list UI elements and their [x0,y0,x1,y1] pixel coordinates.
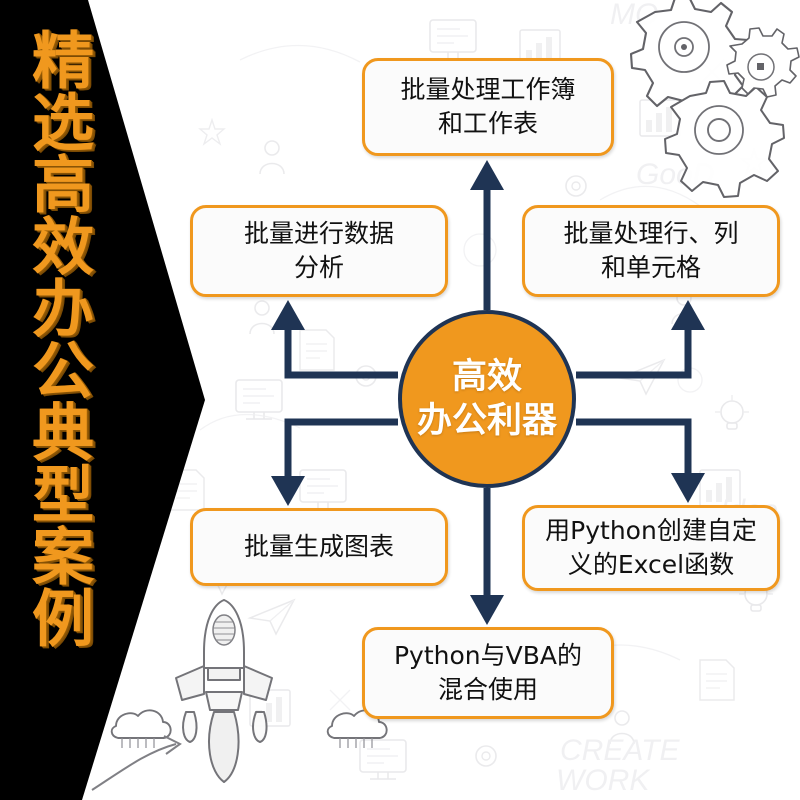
connector-upper-left [284,318,398,379]
node-batch-charts[interactable]: 批量生成图表 [190,508,448,586]
page-title: 精选高效办公典型案例 [21,28,94,648]
hub-node[interactable]: 高效 办公利器 [398,310,576,488]
arrowhead-upper-right [671,300,705,330]
arrowhead-bottom [470,595,504,625]
node-batch-workbooks[interactable]: 批量处理工作簿 和工作表 [362,58,614,156]
chevron-polygon [0,0,205,800]
connector-upper-right [576,318,692,379]
node-python-excel-func[interactable]: 用Python创建自定 义的Excel函数 [522,505,780,591]
node-batch-analysis[interactable]: 批量进行数据 分析 [190,205,448,297]
arrowhead-top [470,160,504,190]
arrowhead-lower-right [671,473,705,503]
node-python-vba[interactable]: Python与VBA的 混合使用 [362,627,614,719]
connector-lower-left [284,418,398,488]
connector-lower-right [576,418,692,485]
node-batch-rows-cells[interactable]: 批量处理行、列 和单元格 [522,205,780,297]
banner: 精选高效办公典型案例 [0,0,230,800]
arrowhead-upper-left [271,300,305,330]
chevron-shape [0,0,205,800]
arrowhead-lower-left [271,476,305,506]
